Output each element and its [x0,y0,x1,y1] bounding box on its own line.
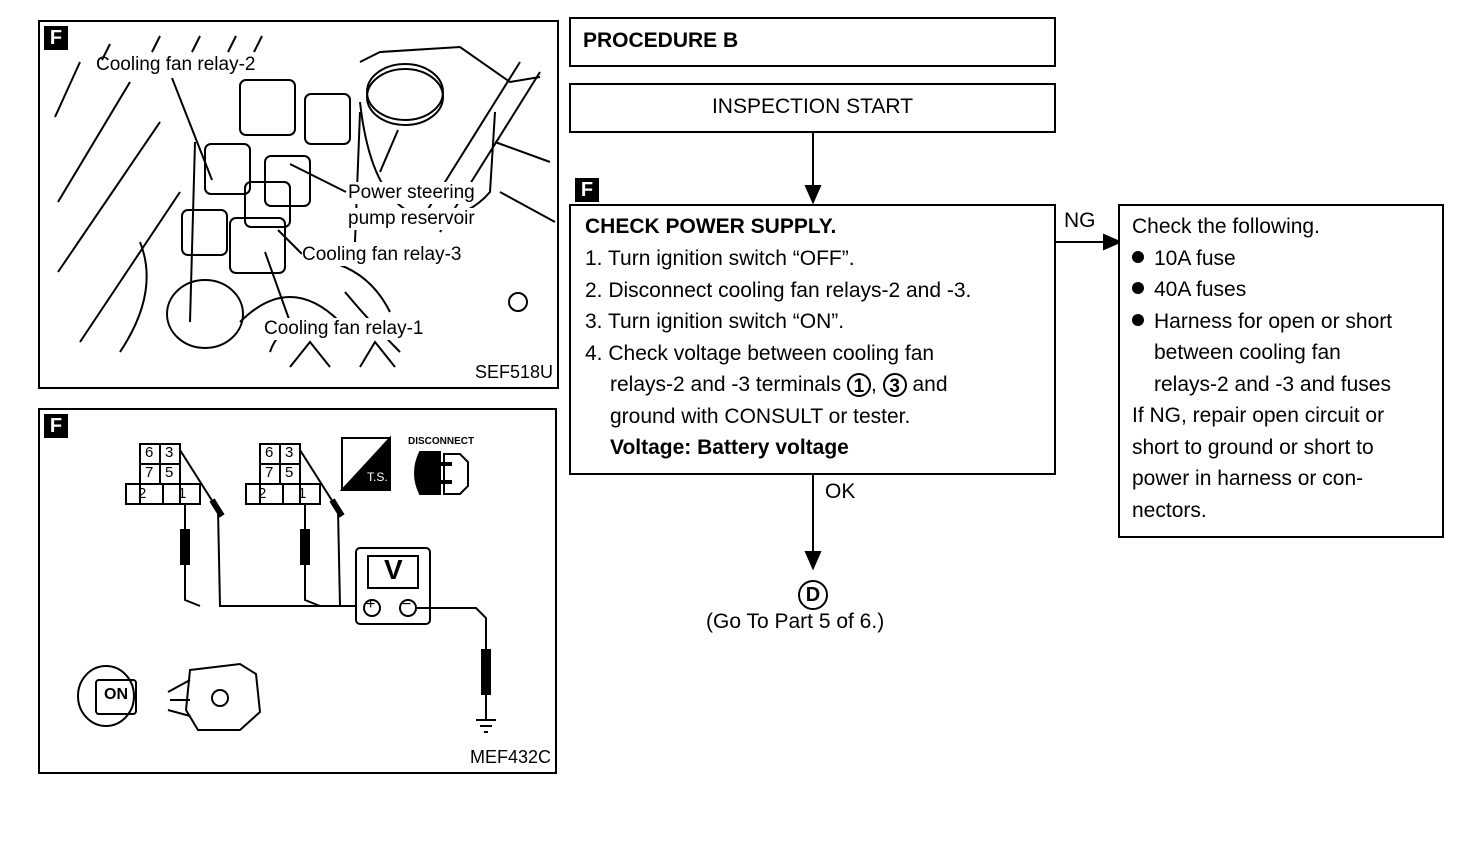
pin-7: 7 [265,464,274,481]
step-marker-f: F [575,178,599,202]
bullet-icon [1132,251,1144,264]
ng-bullet-3-cont-1: between cooling fan [1154,341,1341,364]
terminals-text: relays-2 and -3 terminals [610,373,842,396]
step-3: 3. Turn ignition switch “ON”. [585,310,845,333]
step-4: 4. Check voltage between cooling fan [585,342,935,365]
bullet-text: 10A fuse [1154,247,1236,270]
inspection-start-label: INSPECTION START [711,95,914,118]
label-cooling-fan-relay-1: Cooling fan relay-1 [264,318,424,340]
figure-marker-f: F [44,26,68,50]
ng-label: NG [1064,209,1096,232]
engine-bay-illustration [54,35,556,368]
goto-d-marker: D [798,580,828,610]
bullet-icon [1132,314,1144,327]
bullet-text: Harness for open or short [1154,310,1393,333]
label-cooling-fan-relay-2: Cooling fan relay-2 [96,54,256,75]
pin-5: 5 [285,464,294,481]
check-power-supply-box: CHECK POWER SUPPLY. 1. Turn ignition swi… [569,204,1056,475]
terminals-and: and [912,373,948,396]
wiring-illustration [77,435,496,733]
goto-text: (Go To Part 5 of 6.) [706,610,885,633]
pin-3: 3 [165,444,174,461]
pin-2: 2 [258,485,267,502]
bullet-icon [1132,282,1144,295]
plus-terminal: + [366,596,376,613]
figure-code-top: SEF518U [474,362,553,382]
figure-marker-f: F [44,414,68,438]
terminal-separator: , [870,373,877,396]
ok-label: OK [825,480,856,503]
voltage-spec: Voltage: Battery voltage [610,436,849,459]
inspection-start-box: INSPECTION START [569,83,1056,133]
ng-bullet-3: Harness for open or short [1132,310,1392,334]
ng-bullet-2: 40A fuses [1132,278,1246,302]
voltmeter-label: V [384,554,403,585]
label-power-steering: Power steering [348,182,475,204]
pin-7: 7 [145,464,154,481]
procedure-title: PROCEDURE B [583,29,739,52]
ng-repair-4: nectors. [1132,499,1207,522]
step-4-terminals: relays-2 and -3 terminals 1, 3 and [610,373,948,398]
disconnect-label: DISCONNECT [408,436,475,447]
pin-1: 1 [178,485,187,502]
label-cooling-fan-relay-3: Cooling fan relay-3 [302,244,462,266]
pin-1: 1 [298,485,307,502]
label-pump-reservoir: pump reservoir [348,208,475,230]
voltage-check-figure: F 6 3 7 5 2 1 6 3 7 5 2 1 T.S. DISCONNEC… [38,408,557,774]
step-4-ground: ground with CONSULT or tester. [610,405,911,428]
procedure-title-box: PROCEDURE B [569,17,1056,67]
step-1: 1. Turn ignition switch “OFF”. [585,247,855,270]
bullet-text: 40A fuses [1154,278,1247,301]
terminal-1-marker: 1 [846,373,871,398]
step-2: 2. Disconnect cooling fan relays-2 and -… [585,279,972,302]
minus-terminal: − [402,596,412,613]
ng-bullet-1: 10A fuse [1132,247,1236,271]
pin-3: 3 [285,444,294,461]
ng-repair-3: power in harness or con- [1132,467,1364,490]
pin-2: 2 [138,485,147,502]
figure-code-bottom: MEF432C [469,747,551,767]
relay-location-figure: F Cooling fan relay-2 Power steering pum… [38,20,559,389]
ng-heading: Check the following. [1132,215,1320,238]
ignition-key-on-label: ON [104,686,128,703]
ng-bullet-3-cont-2: relays-2 and -3 and fuses [1154,373,1391,396]
ng-repair-1: If NG, repair open circuit or [1132,404,1385,427]
pin-5: 5 [165,464,174,481]
pin-6: 6 [145,444,154,461]
terminal-3-marker: 3 [882,373,907,398]
ng-repair-2: short to ground or short to [1132,436,1374,459]
ts-label: T.S. [367,470,388,484]
pin-6: 6 [265,444,274,461]
check-title: CHECK POWER SUPPLY. [585,215,837,238]
ng-action-box: Check the following. 10A fuse 40A fuses … [1118,204,1444,538]
